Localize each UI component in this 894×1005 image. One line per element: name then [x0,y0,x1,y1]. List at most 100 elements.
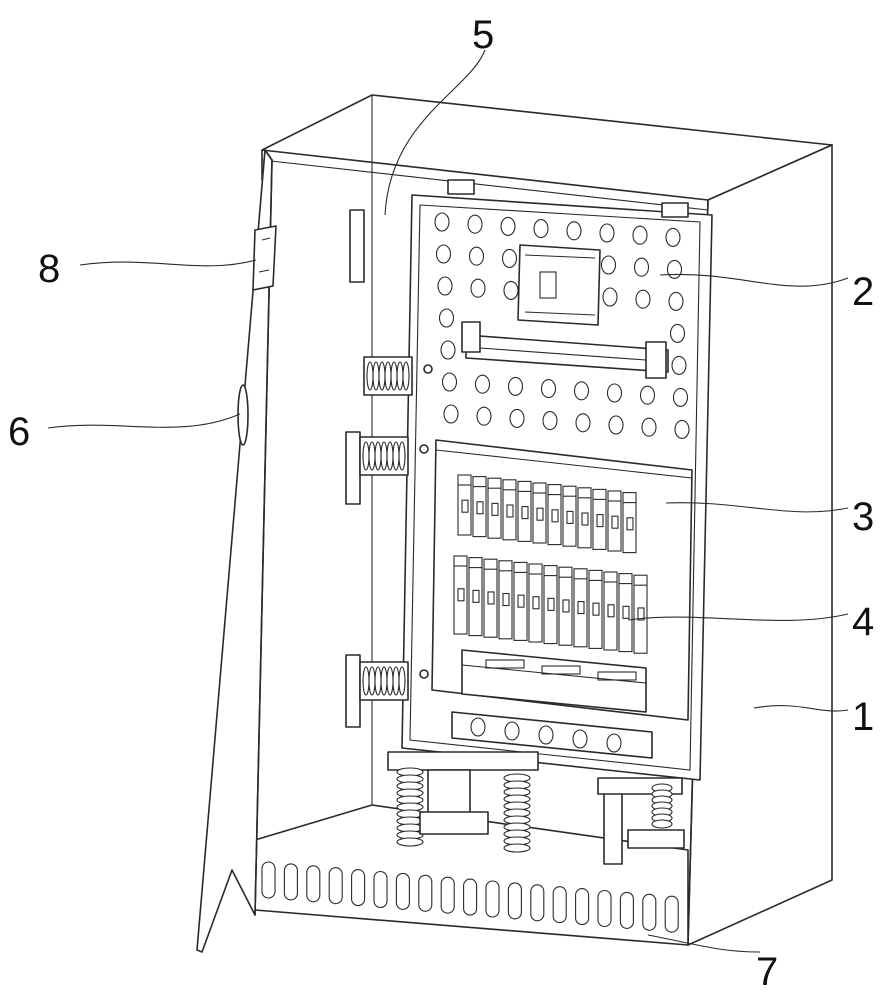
vent-slot [463,878,478,916]
breaker-module [633,574,648,654]
vent-slot [664,895,679,933]
vent-slot [642,893,657,931]
damper-coil [402,361,410,391]
perforation-hole [665,227,681,247]
perforation-hole [566,221,582,241]
perforation-hole [438,308,455,328]
breaker-module [618,573,633,653]
damper-bracket [345,431,361,505]
vent-slot [306,865,321,903]
breaker-toggle [547,597,555,611]
perforation-hole [500,216,516,236]
coil-spring [396,767,424,847]
vent-slot [440,876,455,914]
vent-slot [485,880,500,918]
perforation-hole [507,376,524,396]
breaker-module [487,477,502,539]
breaker-module [453,555,468,635]
breaker-toggle [622,605,630,619]
perforation-hole [441,372,458,392]
breaker-toggle [506,504,514,518]
breaker-toggle [472,589,480,603]
breaker-module [502,479,517,541]
perforation-hole [474,374,491,394]
breaker-module [517,480,532,542]
perforation-hole [672,387,689,407]
breaker-toggle [596,514,604,528]
perforation-hole [674,419,690,439]
perforation-hole [641,417,657,437]
damper-coil [398,666,406,696]
breaker-module [472,476,487,538]
callout-7: 7 [756,950,778,994]
breaker-module [498,560,513,640]
vent-slot [351,869,366,907]
callout-1: 1 [852,695,874,739]
damper-bracket [345,654,361,728]
perforation-hole [668,291,684,311]
breaker-toggle [521,506,529,520]
door-window [237,384,249,446]
breaker-toggle [626,517,634,531]
callout-2: 2 [852,270,874,314]
perforation-hole [540,379,557,399]
damper-bolt [419,669,429,679]
damper-bolt [419,444,429,454]
breaker-module [513,561,528,641]
callout-5: 5 [472,13,494,57]
leader-lines [47,49,849,953]
breaker-module [543,565,558,645]
breaker-module [558,566,573,646]
perforation-hole [434,212,450,232]
perforation-hole [606,383,623,403]
lower-breaker-row [453,555,648,654]
upper-breaker-row [457,474,637,554]
breaker-toggle [611,515,619,529]
vent-slot [261,861,276,899]
perforation-hole [632,225,648,245]
perforated-mounting-plate [434,212,690,439]
vent-slot [575,888,590,926]
breaker-module [468,557,483,637]
perforation-hole [435,244,452,264]
breaker-module [573,568,588,648]
breaker-toggle [457,588,465,602]
vent-slot [418,874,433,912]
perforation-hole [633,257,650,277]
breaker-toggle [476,501,484,515]
breaker-module [532,482,547,544]
perforation-hole [470,278,486,298]
coil-spring [651,783,673,829]
perforation-hole [542,411,558,431]
breaker-module [603,571,618,651]
cabinet-door [196,149,277,953]
breaker-toggle [577,601,585,615]
spring-dampers [345,209,433,728]
breaker-module [528,563,543,643]
vent-slot [530,884,545,922]
breaker-toggle [517,594,525,608]
perforation-hole [666,259,683,279]
perforation-hole [443,404,459,424]
perforation-hole [476,406,492,426]
breaker-module [588,569,603,649]
perforation-hole [602,287,618,307]
breaker-module [607,490,622,552]
breaker-toggle [607,604,615,618]
breaker-toggle [566,510,574,524]
perforation-hole [671,355,687,375]
bottom-spring-supports [387,751,685,865]
perforation-hole [437,276,453,296]
callout-6: 6 [8,410,30,454]
callout-8: 8 [38,247,60,291]
vent-slot [373,870,388,909]
vent-slot [619,891,634,929]
perforation-hole [600,255,617,275]
breaker-toggle [562,599,570,613]
perforation-hole [468,246,485,266]
damper-bolt [423,364,433,374]
callout-3: 3 [852,495,874,539]
door-latch [252,225,277,291]
spring-turn [503,843,531,853]
